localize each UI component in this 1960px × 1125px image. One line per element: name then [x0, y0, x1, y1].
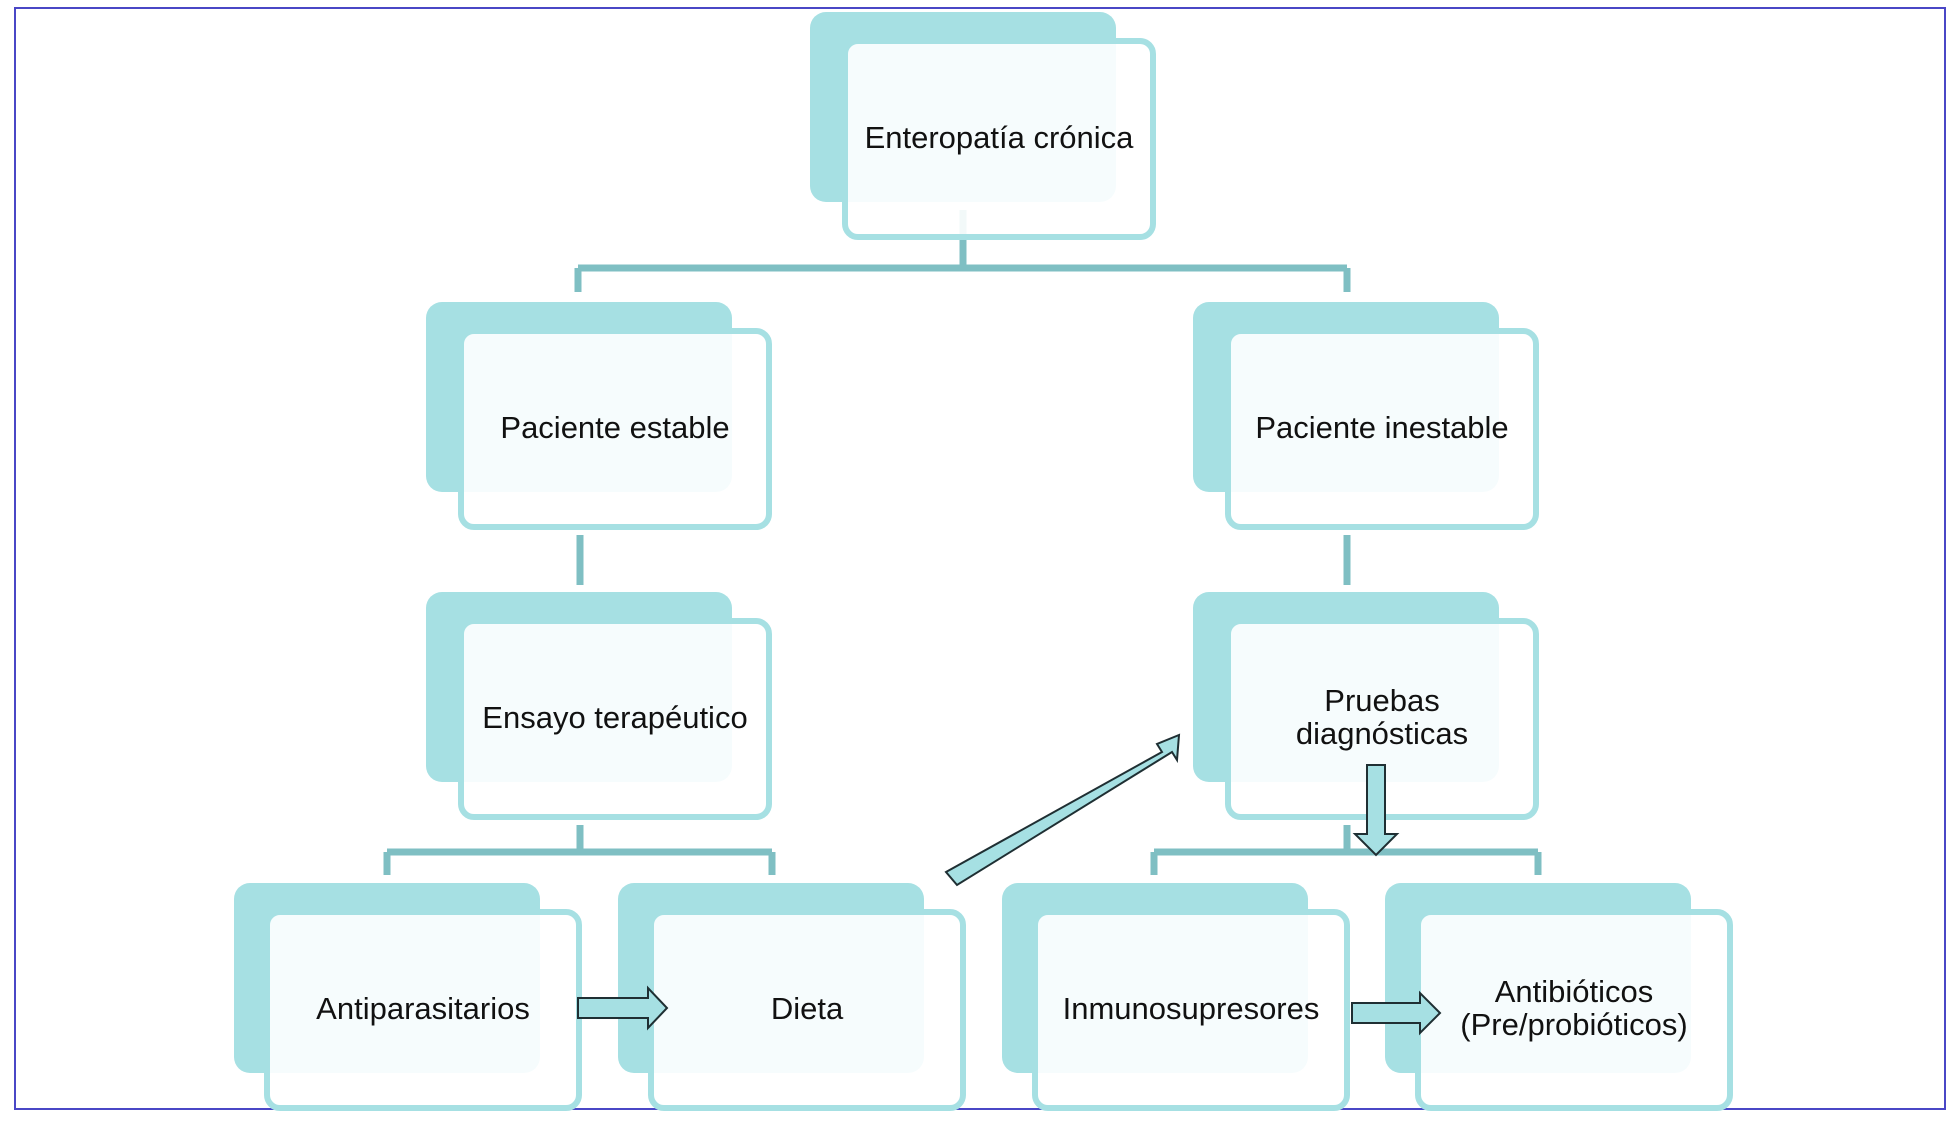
tests-node-label: Pruebas diagnósticas	[1295, 683, 1469, 751]
diet-node	[648, 909, 966, 1111]
immuno-node-label: Inmunosupresores	[1062, 990, 1320, 1026]
immuno-node	[1032, 909, 1350, 1111]
diet-node-label: Dieta	[770, 990, 844, 1026]
unstable-node-label: Paciente inestable	[1255, 409, 1509, 445]
antibiotics-node-label: Antibióticos (Pre/probióticos)	[1460, 974, 1688, 1042]
trial-node	[458, 618, 772, 820]
arrow-tests-down	[1352, 764, 1400, 857]
stable-node	[458, 328, 772, 530]
arrow-immuno-to-antibiotics	[1351, 990, 1442, 1036]
antiparasitic-node	[264, 909, 582, 1111]
unstable-node	[1225, 328, 1539, 530]
stable-node-label: Paciente estable	[500, 409, 730, 445]
connector-trial-to-treatments	[383, 825, 776, 875]
connector-tests-to-treatments	[1150, 825, 1542, 875]
arrow-antiparasitic-to-diet	[577, 985, 669, 1031]
trial-node-label: Ensayo terapéutico	[482, 699, 748, 735]
antiparasitic-node-label: Antiparasitarios	[316, 990, 530, 1026]
slide-frame	[14, 7, 1946, 1110]
arrow-diet-to-tests	[944, 733, 1181, 887]
root-node	[842, 38, 1156, 240]
root-node-label: Enteropatía crónica	[864, 119, 1134, 155]
